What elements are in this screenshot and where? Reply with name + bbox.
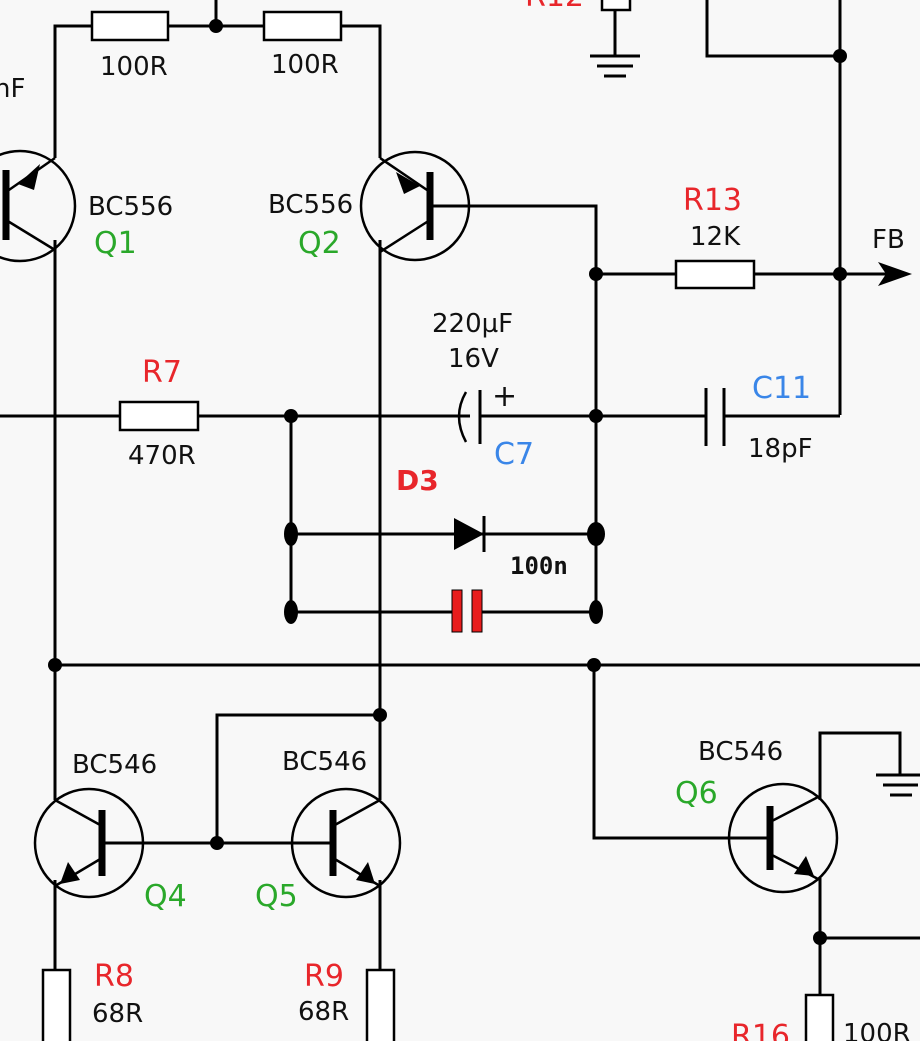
label-r-top-left: 100R <box>100 52 168 82</box>
transistor-q2 <box>359 150 471 262</box>
transistor-q4 <box>33 787 145 899</box>
wire-box-top-right <box>705 0 842 58</box>
capacitor-100n <box>451 589 483 633</box>
label-cap-partial: nF <box>0 74 25 104</box>
wire-q2-base <box>430 204 598 612</box>
diode-d3 <box>454 516 486 552</box>
label-r7-ref: R7 <box>142 355 182 390</box>
label-r-top-right: 100R <box>271 50 339 80</box>
label-r9-val: 68R <box>298 997 349 1027</box>
wire-q6-collector <box>818 731 902 800</box>
label-r16-val: 100R <box>843 1019 911 1041</box>
label-r8-ref: R8 <box>94 959 134 994</box>
label-100n: 100n <box>510 552 568 580</box>
transistor-q6 <box>727 782 839 894</box>
transistor-q1 <box>0 149 77 263</box>
ground-icon <box>590 54 640 78</box>
resistor-r12 <box>600 0 632 12</box>
label-c7-val1: 220µF <box>432 309 513 339</box>
wire-q6-base <box>592 665 770 840</box>
label-q1-ref: Q1 <box>94 226 137 261</box>
label-q4-type: BC546 <box>72 750 157 780</box>
resistor-top-left <box>90 10 170 42</box>
label-r12-ref: R12 <box>525 0 584 14</box>
label-d3-ref: D3 <box>396 464 439 497</box>
label-q4-ref: Q4 <box>144 879 187 914</box>
ground-icon-q6 <box>876 773 920 797</box>
resistor-r7 <box>118 400 200 432</box>
label-r13-ref: R13 <box>683 183 742 218</box>
transistor-q5 <box>290 787 402 899</box>
wire-top-left <box>53 24 92 158</box>
resistor-top-right <box>262 10 343 42</box>
resistor-r8 <box>41 968 72 1041</box>
label-r9-ref: R9 <box>304 959 344 994</box>
label-q6-ref: Q6 <box>675 776 718 811</box>
resistor-r16 <box>804 993 835 1041</box>
label-q5-ref: Q5 <box>255 879 298 914</box>
resistor-r13 <box>674 259 756 290</box>
label-q6-type: BC546 <box>698 737 783 767</box>
label-q5-type: BC546 <box>282 747 367 777</box>
resistor-r9 <box>365 968 396 1041</box>
label-c7-val2: 16V <box>448 344 499 374</box>
wire-q5-mirror <box>215 713 380 843</box>
label-q2-type: BC556 <box>268 190 353 220</box>
wires <box>0 0 920 995</box>
capacitor-c11 <box>704 388 726 446</box>
junction-dots <box>48 19 847 945</box>
label-c11-ref: C11 <box>752 371 811 406</box>
label-c7-ref: C7 <box>494 437 534 472</box>
label-r8-val: 68R <box>92 999 143 1029</box>
label-c11-val: 18pF <box>748 434 813 464</box>
label-fb: FB <box>872 225 905 255</box>
label-c7-plus: + <box>492 379 517 414</box>
label-r13-val: 12K <box>690 222 741 252</box>
label-r7-val: 470R <box>128 441 196 471</box>
label-r16-ref: R16 <box>731 1019 790 1041</box>
wire-top-right <box>341 24 382 158</box>
label-q2-ref: Q2 <box>298 226 341 261</box>
capacitor-c7 <box>457 390 482 444</box>
fb-arrow-icon <box>878 262 912 286</box>
label-q1-type: BC556 <box>88 192 173 222</box>
